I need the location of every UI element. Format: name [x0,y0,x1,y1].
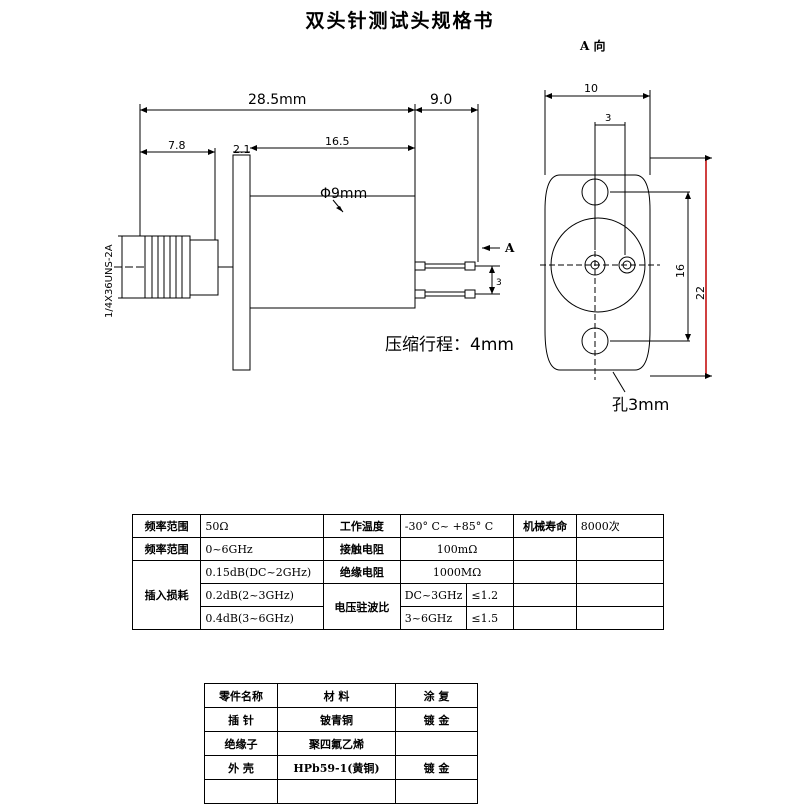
material-table: 零件名称 材 料 涂 复 插 针 铍青铜 镀 金 绝缘子 聚四氟乙烯 外 壳 H… [204,683,478,804]
material-cell: 镀 金 [395,755,478,780]
table-row: 绝缘子 聚四氟乙烯 [204,731,478,756]
spec-cell: 频率范围 [131,514,202,538]
table-row: 频率范围 0~6GHz 接触电阻 100mΩ [131,537,665,561]
material-header-cell: 材 料 [277,683,396,708]
dim-pin-spacing: 3 [496,278,502,288]
material-cell: 插 针 [204,707,278,732]
spec-cell: 工作温度 [322,514,401,538]
thread-spec-label: 1/4X36UNS-2A [104,244,115,318]
spec-cell: 0~6GHz [200,537,324,561]
spec-cell: 0.15dB(DC~2GHz) [200,560,324,584]
stroke-label: 压缩行程：4mm [385,335,514,355]
table-row: 外 壳 HPb59-1(黄铜) 镀 金 [204,755,478,780]
spec-cell: DC~3GHz [399,583,468,607]
connector-neck [189,239,219,296]
material-header-cell: 零件名称 [204,683,278,708]
table-row: 零件名称 材 料 涂 复 [204,683,478,708]
view-a-title: A 向 [579,38,606,53]
material-cell: 外 壳 [204,755,278,780]
spec-cell: ≤1.2 [466,583,515,607]
spec-cell: 1000MΩ [399,560,515,584]
dim-body-length: 16.5 [325,135,350,148]
flange [232,154,251,371]
dim-pin-extension: 9.0 [430,92,452,108]
material-cell: 绝缘子 [204,731,278,756]
material-cell: 镀 金 [395,707,478,732]
dim-body-diameter: Φ9mm [320,186,367,202]
dim-flange-thickness: 2.1 [233,143,251,156]
view-arrow-label: A [504,241,515,255]
dim-thread-length: 7.8 [168,139,186,152]
spec-cell: 0.2dB(2~3GHz) [200,583,324,607]
spec-cell: 机械寿命 [513,514,577,538]
technical-drawing: 28.5mm 9.0 7.8 2.1 16.5 Φ9mm 1/4X36UNS-2… [104,38,712,414]
dim-end-pin-offset: 3 [605,113,611,124]
dim-end-height: 22 [694,286,707,300]
spec-cell: 插入损耗 [131,560,202,630]
dim-end-width: 10 [584,82,598,95]
dim-overall-length: 28.5mm [248,92,306,108]
page-title: 双头针测试头规格书 [305,10,495,32]
spec-cell: 电压驻波比 [322,583,401,630]
table-row: 0.2dB(2~3GHz) 电压驻波比 DC~3GHz ≤1.2 [133,583,665,630]
spec-cell: 8000次 [575,514,665,538]
pin-upper [414,261,476,271]
material-cell: 聚四氟乙烯 [277,731,396,756]
hole-label: 孔3mm [612,395,669,414]
material-header-cell: 涂 复 [395,683,478,708]
table-row: 插 针 铍青铜 镀 金 [204,707,478,732]
material-cell: 铍青铜 [277,707,396,732]
spec-cell: 3~6GHz [399,606,468,630]
end-view-outline [544,174,651,371]
table-row: 0.4dB(3~6GHz) 3~6GHz ≤1.5 [133,606,665,630]
body-cylinder [249,195,416,309]
table-row: 插入损耗 0.15dB(DC~2GHz) 绝缘电阻 1000MΩ [131,560,665,630]
spec-cell: 0.4dB(3~6GHz) [200,606,324,630]
spec-cell: 100mΩ [399,537,515,561]
pin-lower [414,289,476,299]
spec-cell: 接触电阻 [322,537,401,561]
spec-cell: 50Ω [200,514,324,538]
spec-cell: -30° C~ +85° C [399,514,515,538]
table-row: 频率范围 50Ω 工作温度 -30° C~ +85° C 机械寿命 8000次 [131,514,665,538]
material-cell [395,731,478,756]
spec-cell: 绝缘电阻 [322,560,401,584]
spec-cell: 频率范围 [131,537,202,561]
spec-table: 频率范围 50Ω 工作温度 -30° C~ +85° C 机械寿命 8000次 … [131,514,665,630]
dim-hole-spacing: 16 [674,264,687,278]
spec-cell: ≤1.5 [466,606,515,630]
material-cell: HPb59-1(黄铜) [277,755,396,780]
